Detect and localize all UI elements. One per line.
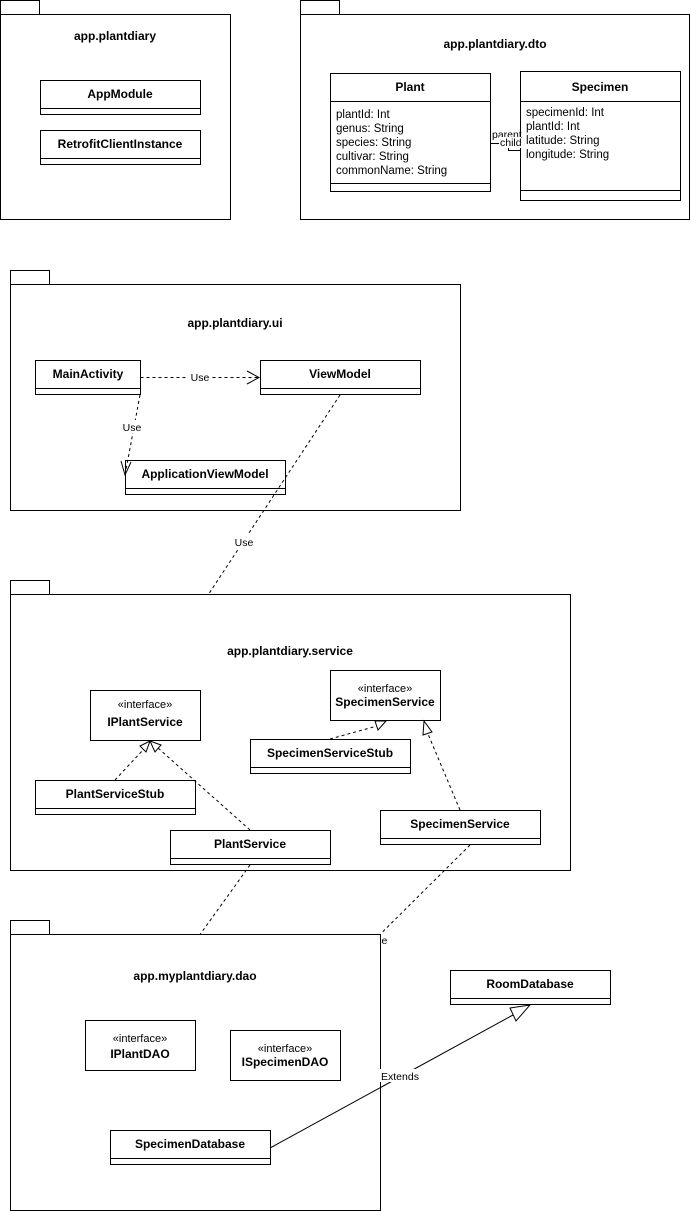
- class-name: RoomDatabase: [486, 977, 574, 991]
- class-name: Specimen: [572, 80, 629, 94]
- package-name: app.plantdiary: [74, 29, 156, 43]
- generalization-label: Extends: [381, 1071, 419, 1083]
- realization-plantservice-iplantservice: [149, 740, 251, 831]
- class-name: PlantServiceStub: [66, 787, 165, 801]
- stereotype: «interface»: [118, 699, 172, 711]
- class-name: ViewModel: [309, 367, 371, 381]
- dependency-label: Use: [123, 422, 142, 434]
- interface-iplant-dao[interactable]: «interface» IPlantDAO: [85, 1020, 196, 1071]
- attribute: longitude: String: [526, 149, 609, 161]
- association-plant-specimen: parent child: [490, 129, 522, 151]
- stereotype: «interface»: [113, 1033, 167, 1045]
- class-application-view-model[interactable]: ApplicationViewModel: [125, 460, 286, 495]
- association-label-child: child: [500, 137, 522, 149]
- class-name: IPlantDAO: [110, 1047, 169, 1061]
- attribute: latitude: String: [526, 135, 600, 147]
- attribute: plantId: Int: [336, 109, 391, 121]
- class-view-model[interactable]: ViewModel: [260, 360, 421, 395]
- class-specimen[interactable]: Specimen specimenId: Int plantId: Int la…: [520, 71, 681, 201]
- package-frame: [0, 14, 231, 220]
- class-name: Plant: [395, 80, 424, 94]
- class-name: RetrofitClientInstance: [58, 137, 183, 151]
- dependency-mainactivity-applicationviewmodel: Use: [120, 394, 144, 477]
- class-name: ApplicationViewModel: [141, 467, 268, 481]
- class-specimen-service[interactable]: SpecimenService: [380, 810, 541, 845]
- package-tab: [10, 920, 50, 935]
- interface-iplant-service[interactable]: «interface» IPlantService: [90, 690, 201, 741]
- class-name: IPlantService: [107, 715, 183, 729]
- package-name: app.plantdiary.ui: [187, 316, 282, 330]
- class-app-module[interactable]: AppModule: [40, 80, 201, 115]
- dependency-label: Use: [235, 537, 254, 549]
- package-tab: [10, 270, 50, 285]
- interface-ispecimen-dao[interactable]: «interface» ISpecimenDAO: [230, 1030, 341, 1081]
- realization-specimenservice-specimenservice: [422, 719, 461, 811]
- class-specimen-service-stub[interactable]: SpecimenServiceStub: [250, 739, 411, 774]
- class-main-activity[interactable]: MainActivity: [35, 360, 141, 395]
- dependency-mainactivity-viewmodel: Use: [140, 370, 261, 385]
- attribute: specimenId: Int: [526, 107, 605, 119]
- package-tab: [300, 0, 340, 15]
- class-plant-service[interactable]: PlantService: [170, 830, 331, 865]
- class-name: SpecimenDatabase: [135, 1137, 245, 1151]
- package-name: app.plantdiary.dto: [443, 37, 546, 51]
- attribute: commonName: String: [336, 165, 447, 177]
- interface-specimen-service[interactable]: «interface» SpecimenService: [330, 670, 441, 721]
- class-room-database[interactable]: RoomDatabase: [450, 970, 611, 1005]
- package-app-plantdiary: app.plantdiary: [0, 0, 231, 220]
- attribute: genus: String: [336, 123, 404, 135]
- class-name: MainActivity: [53, 367, 124, 381]
- attribute: cultivar: String: [336, 151, 409, 163]
- class-specimen-database[interactable]: SpecimenDatabase: [110, 1130, 271, 1165]
- realization-plantservicestub-iplantservice: [114, 739, 151, 781]
- package-name: app.myplantdiary.dao: [133, 969, 256, 983]
- dependency-viewmodel-iplantservice: Use: [145, 394, 341, 691]
- package-tab: [0, 0, 40, 15]
- class-plant[interactable]: Plant plantId: Int genus: String species…: [330, 73, 491, 192]
- class-name: AppModule: [87, 87, 153, 101]
- package-tab: [10, 580, 50, 595]
- stereotype: «interface»: [358, 683, 412, 695]
- class-plant-service-stub[interactable]: PlantServiceStub: [35, 780, 196, 815]
- class-retrofit-client-instance[interactable]: RetrofitClientInstance: [40, 130, 201, 165]
- realization-specimenservicestub-specimenservice: [329, 720, 388, 740]
- attribute: species: String: [336, 137, 411, 149]
- generalization-specimendatabase-roomdatabase: Extends: [269, 1004, 532, 1149]
- class-name: ISpecimenDAO: [242, 1055, 329, 1069]
- dependency-label: Use: [191, 372, 210, 384]
- class-name: SpecimenService: [410, 817, 510, 831]
- package-name: app.plantdiary.service: [227, 644, 353, 658]
- stereotype: «interface»: [258, 1043, 312, 1055]
- class-name: SpecimenService: [335, 695, 435, 709]
- class-name: SpecimenServiceStub: [267, 746, 393, 760]
- class-name: PlantService: [214, 837, 286, 851]
- attribute: plantId: Int: [526, 121, 581, 133]
